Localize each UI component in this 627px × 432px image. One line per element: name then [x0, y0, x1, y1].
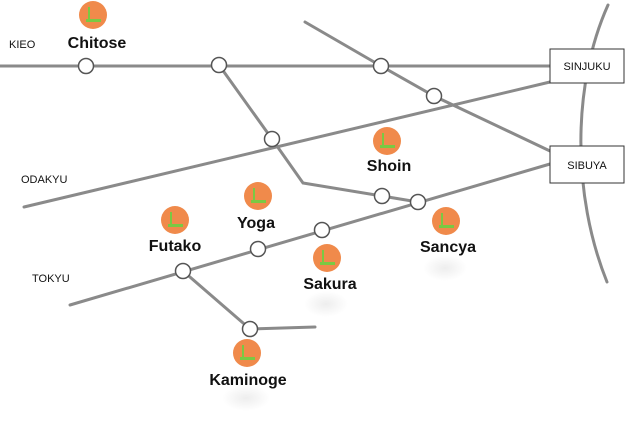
station-kaminoge[interactable] [241, 320, 259, 338]
marker-shoin[interactable] [373, 127, 401, 155]
station-chitose[interactable] [77, 57, 95, 75]
marker-shoin-circle [373, 127, 401, 155]
terminal-sibuya[interactable]: SIBUYA [549, 145, 625, 184]
place-label-sakura: Sakura [303, 276, 356, 293]
marker-kaminoge[interactable] [233, 339, 261, 367]
line-label-odakyu: ODAKYU [21, 174, 68, 186]
place-labels: Chitose Shoin Yoga Futako Sancya Sakura … [68, 35, 476, 389]
odakyu-line [22, 80, 552, 209]
place-label-shoin: Shoin [367, 158, 411, 175]
marker-sancya-circle [432, 207, 460, 235]
marker-sancya[interactable] [432, 207, 460, 235]
marker-futako[interactable] [161, 206, 189, 234]
place-markers [79, 1, 460, 367]
place-label-futako: Futako [149, 238, 202, 255]
person-pin-icon [168, 212, 183, 227]
label-shadows [222, 255, 467, 411]
loop-line [579, 3, 610, 284]
terminal-sibuya-label: SIBUYA [567, 160, 607, 172]
station-sancya[interactable] [409, 193, 427, 211]
marker-yoga[interactable] [244, 182, 272, 210]
place-label-yoga: Yoga [237, 215, 275, 232]
marker-sakura[interactable] [313, 244, 341, 272]
station-junction-odakyu-west[interactable] [263, 130, 281, 148]
station-shoin[interactable] [373, 187, 391, 205]
branch-line-lower [181, 269, 317, 331]
marker-chitose[interactable] [79, 1, 107, 29]
terminal-sibuya-box [549, 145, 625, 184]
marker-futako-circle [161, 206, 189, 234]
person-pin-icon [320, 250, 335, 265]
marker-sakura-circle [313, 244, 341, 272]
station-junction-kieo-west[interactable] [210, 56, 228, 74]
terminal-sinjuku-label: SINJUKU [563, 61, 610, 73]
person-pin-icon [86, 7, 101, 22]
terminal-sinjuku[interactable]: SINJUKU [549, 48, 625, 84]
marker-kaminoge-circle [233, 339, 261, 367]
station-junction-kieo-east[interactable] [372, 57, 390, 75]
station-yoga[interactable] [249, 240, 267, 258]
person-pin-icon [380, 133, 395, 148]
station-futako[interactable] [174, 262, 192, 280]
terminal-sinjuku-box [549, 48, 625, 84]
tokyu-line [68, 162, 552, 307]
station-sakura[interactable] [313, 221, 331, 239]
person-pin-icon [240, 345, 255, 360]
place-label-kaminoge: Kaminoge [209, 372, 286, 389]
place-label-chitose: Chitose [68, 35, 127, 52]
person-pin-icon [439, 213, 454, 228]
branch-line-middle [217, 63, 420, 204]
line-label-tokyu: TOKYU [32, 273, 70, 285]
marker-chitose-circle [79, 1, 107, 29]
stations [77, 56, 443, 338]
person-pin-icon [251, 188, 266, 203]
place-label-sancya: Sancya [420, 239, 476, 256]
line-label-kieo: KIEO [9, 39, 36, 51]
branch-line-upper [303, 20, 552, 153]
station-junction-odakyu-east[interactable] [425, 87, 443, 105]
marker-yoga-circle [244, 182, 272, 210]
